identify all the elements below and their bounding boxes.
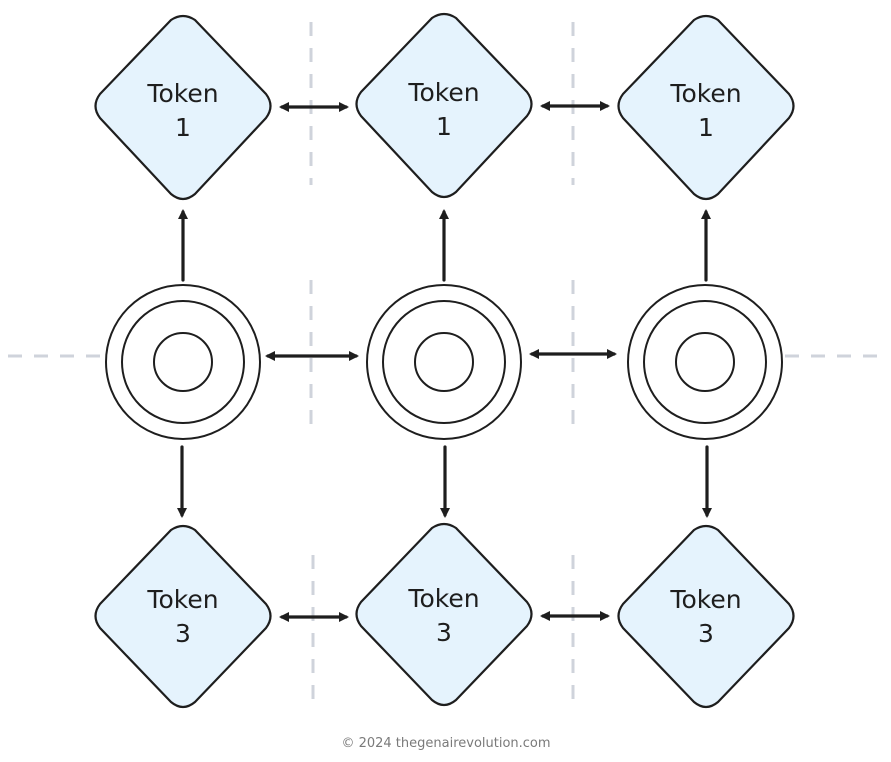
token-node: Token 3 bbox=[355, 522, 533, 707]
token-label: Token bbox=[669, 79, 741, 108]
token-index: 3 bbox=[436, 618, 452, 647]
concentric-circle-node bbox=[366, 284, 522, 440]
embedding-node-row bbox=[105, 284, 783, 440]
token-index: 3 bbox=[698, 619, 714, 648]
token-label: Token bbox=[669, 585, 741, 614]
middle-row-links bbox=[265, 349, 617, 361]
top-token-row: Token 1 Token 1 Token 1 bbox=[94, 12, 795, 201]
token-label: Token bbox=[146, 585, 218, 614]
token-diamond bbox=[94, 524, 272, 709]
inner-ring bbox=[153, 332, 213, 392]
bottom-token-row: Token 3 Token 3 Token 3 bbox=[94, 522, 795, 709]
inner-ring bbox=[414, 332, 474, 392]
token-label: Token bbox=[407, 584, 479, 613]
upward-links bbox=[178, 209, 711, 282]
token-label: Token bbox=[407, 78, 479, 107]
token-index: 1 bbox=[436, 112, 452, 141]
token-index: 1 bbox=[698, 113, 714, 142]
token-diamond bbox=[355, 522, 533, 707]
token-node: Token 1 bbox=[94, 14, 272, 201]
token-node: Token 3 bbox=[617, 524, 795, 709]
token-diamond bbox=[617, 14, 795, 201]
token-diamond bbox=[355, 12, 533, 199]
copyright-footer: © 2024 thegenairevolution.com bbox=[341, 736, 550, 751]
bottom-row-links bbox=[279, 611, 610, 622]
token-diamond bbox=[617, 524, 795, 709]
token-index: 1 bbox=[175, 113, 191, 142]
downward-links bbox=[177, 445, 712, 518]
inner-ring bbox=[675, 332, 735, 392]
concentric-circle-node bbox=[627, 284, 783, 440]
token-node: Token 1 bbox=[355, 12, 533, 199]
token-label: Token bbox=[146, 79, 218, 108]
token-node: Token 3 bbox=[94, 524, 272, 709]
concentric-circle-node bbox=[105, 284, 261, 440]
token-index: 3 bbox=[175, 619, 191, 648]
token-diamond bbox=[94, 14, 272, 201]
token-node: Token 1 bbox=[617, 14, 795, 201]
top-row-links bbox=[279, 101, 610, 112]
